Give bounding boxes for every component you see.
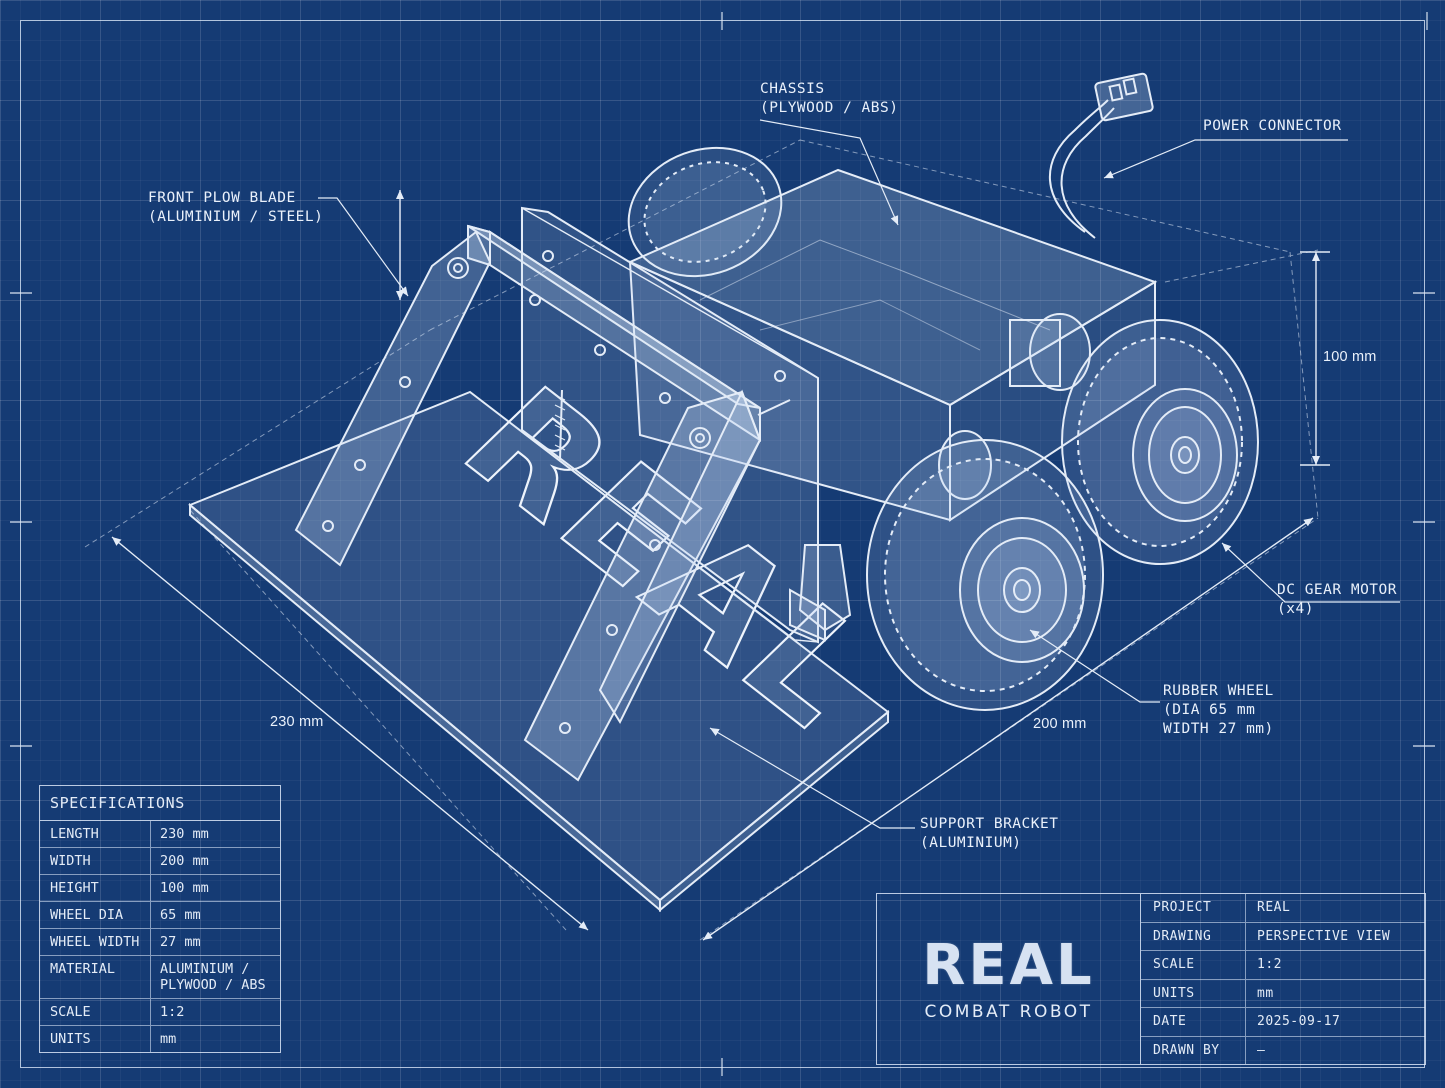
- title-block-brand: REAL COMBAT ROBOT: [877, 894, 1141, 1064]
- spec-value: 1:2: [160, 1004, 185, 1020]
- spec-key: MATERIAL: [40, 956, 151, 998]
- spec-key: UNITS: [40, 1026, 151, 1052]
- spec-key: LENGTH: [40, 821, 151, 847]
- spec-value: 65 mm: [160, 907, 201, 923]
- spec-value: 100 mm: [160, 880, 209, 896]
- frame-ticks: [10, 12, 1435, 1076]
- title-block: REAL COMBAT ROBOT PROJECT REAL DRAWING PER…: [876, 893, 1426, 1065]
- title-field-row: DATE 2025-09-17: [1141, 1008, 1425, 1037]
- spec-row: WIDTH 200 mm: [40, 848, 280, 875]
- front-right-wheel: [866, 439, 1104, 711]
- title-field-key: DATE: [1141, 1008, 1246, 1036]
- callout-chassis: CHASSIS(PLYWOOD / ABS): [760, 81, 899, 116]
- project-subtitle: COMBAT ROBOT: [924, 1002, 1093, 1022]
- specifications-title: SPECIFICATIONS: [40, 786, 280, 821]
- spec-value: 27 mm: [160, 934, 201, 950]
- dimension-lines: [111, 190, 1330, 941]
- title-field-value: 2025-09-17: [1257, 1014, 1341, 1030]
- title-field-value: mm: [1257, 985, 1274, 1001]
- title-field-key: SCALE: [1141, 951, 1246, 979]
- spec-row: WHEEL DIA 65 mm: [40, 902, 280, 929]
- title-field-key: DRAWING: [1141, 922, 1246, 950]
- spec-key: WHEEL DIA: [40, 902, 151, 928]
- spec-value: 200 mm: [160, 853, 209, 869]
- support-bracket-left: [294, 230, 492, 567]
- spec-row: LENGTH 230 mm: [40, 821, 280, 848]
- threaded-rods: [554, 389, 791, 461]
- spec-row: SCALE 1:2: [40, 999, 280, 1026]
- spec-value: ALUMINIUM /PLYWOOD / ABS: [160, 961, 266, 993]
- title-field-row: UNITS mm: [1141, 979, 1425, 1008]
- spec-row: MATERIAL ALUMINIUM /PLYWOOD / ABS: [40, 956, 280, 999]
- rear-right-wheel: [1061, 319, 1259, 565]
- spec-row: HEIGHT 100 mm: [40, 875, 280, 902]
- title-field-value: —: [1257, 1042, 1266, 1058]
- spec-row: UNITS mm: [40, 1026, 280, 1052]
- project-name: REAL: [922, 933, 1095, 998]
- callout-dc-gear-motor: DC GEAR MOTOR(x4): [1277, 582, 1397, 617]
- spec-key: HEIGHT: [40, 875, 151, 901]
- title-field-key: UNITS: [1141, 979, 1246, 1007]
- title-field-row: DRAWING PERSPECTIVE VIEW: [1141, 922, 1425, 951]
- title-field-value: PERSPECTIVE VIEW: [1257, 928, 1391, 944]
- leader-lines: [318, 119, 1400, 829]
- callout-front-plow-blade: FRONT PLOW BLADE(ALUMINIUM / STEEL): [148, 190, 324, 225]
- spec-value: 230 mm: [160, 826, 209, 842]
- dimension-height-label: 100 mm: [1323, 349, 1377, 365]
- title-field-row: PROJECT REAL: [1141, 894, 1425, 923]
- spec-row: WHEEL WIDTH 27 mm: [40, 929, 280, 956]
- callout-power-connector: POWER CONNECTOR: [1203, 118, 1342, 134]
- title-field-key: PROJECT: [1141, 894, 1246, 922]
- callout-support-bracket: SUPPORT BRACKET(ALUMINIUM): [920, 816, 1059, 851]
- dimension-length-label: 230 mm: [270, 714, 324, 730]
- spec-key: WIDTH: [40, 848, 151, 874]
- title-field-key: DRAWN BY: [1141, 1036, 1246, 1064]
- dc-gear-motor: [938, 313, 1091, 500]
- rear-left-wheel: [627, 146, 783, 278]
- spec-value: mm: [160, 1031, 177, 1047]
- title-field-value: 1:2: [1257, 957, 1282, 973]
- power-connector: [1049, 72, 1154, 239]
- title-field-row: SCALE 1:2: [1141, 951, 1425, 980]
- spec-key: WHEEL WIDTH: [40, 929, 151, 955]
- title-block-fields: PROJECT REAL DRAWING PERSPECTIVE VIEW SCAL…: [1141, 894, 1425, 1064]
- title-field-value: REAL: [1257, 900, 1291, 916]
- dimension-width-label: 200 mm: [1033, 716, 1087, 732]
- spec-key: SCALE: [40, 999, 151, 1025]
- title-field-row: DRAWN BY —: [1141, 1036, 1425, 1064]
